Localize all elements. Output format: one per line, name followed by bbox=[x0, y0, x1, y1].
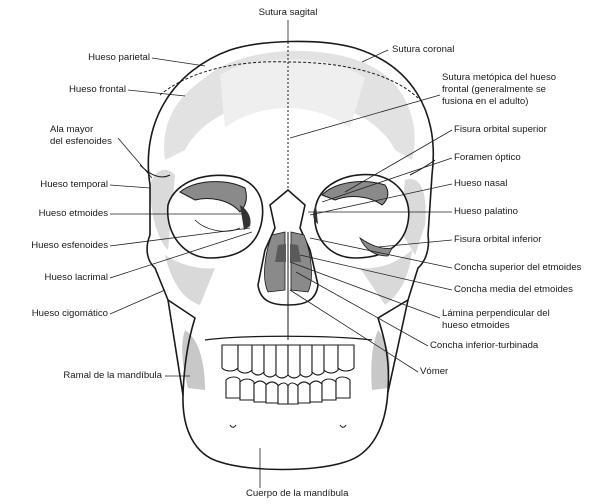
label-concha-media: Concha media del etmoides bbox=[454, 284, 573, 295]
label-sutura-coronal: Sutura coronal bbox=[392, 44, 455, 55]
label-ala-mayor-line1: Ala mayor bbox=[50, 124, 94, 135]
label-ramal-mandibula: Ramal de la mandíbula bbox=[63, 370, 162, 381]
label-sutura-metopica-line2: frontal (generalmente se bbox=[442, 84, 546, 95]
skull-outline bbox=[146, 40, 434, 471]
label-foramen-optico: Foramen óptico bbox=[454, 152, 521, 163]
label-concha-superior: Concha superior del etmoides bbox=[454, 262, 582, 273]
label-sutura-metopica: Sutura metópica del hueso frontal (gener… bbox=[442, 72, 556, 108]
label-concha-inferior: Concha inferior-turbinada bbox=[430, 340, 539, 351]
label-ala-mayor: Ala mayor del esfenoides bbox=[50, 124, 112, 148]
label-hueso-temporal: Hueso temporal bbox=[40, 179, 108, 190]
lower-teeth bbox=[225, 376, 351, 405]
label-lamina-perpendicular-line2: hueso etmoides bbox=[442, 320, 510, 331]
skull-shading bbox=[150, 50, 426, 390]
label-lamina-perpendicular: Lámina perpendicular del hueso etmoides bbox=[442, 308, 550, 332]
mental-foramen-left bbox=[229, 424, 237, 428]
label-sutura-sagital: Sutura sagital bbox=[258, 7, 318, 18]
label-hueso-etmoides: Hueso etmoides bbox=[38, 208, 108, 219]
label-cuerpo-mandibula: Cuerpo de la mandíbula bbox=[246, 488, 349, 499]
label-hueso-lacrimal: Hueso lacrimal bbox=[44, 272, 108, 283]
label-sutura-metopica-line3: fusiona en el adulto) bbox=[442, 96, 529, 107]
label-fisura-orbital-inferior: Fisura orbital inferior bbox=[454, 234, 542, 245]
label-hueso-cigomatico: Hueso cigomático bbox=[31, 308, 108, 319]
label-hueso-palatino: Hueso palatino bbox=[454, 206, 519, 217]
nasal-cavity bbox=[257, 188, 319, 340]
right-orbit bbox=[313, 173, 410, 259]
label-lamina-perpendicular-line1: Lámina perpendicular del bbox=[442, 308, 550, 319]
label-fisura-orbital-superior: Fisura orbital superior bbox=[454, 124, 547, 135]
label-sutura-metopica-line1: Sutura metópica del hueso bbox=[442, 72, 557, 83]
label-hueso-nasal: Hueso nasal bbox=[454, 178, 508, 189]
mental-foramen-right bbox=[339, 424, 347, 428]
maxilla-line bbox=[204, 335, 373, 341]
label-hueso-esfenoides: Hueso esfenoides bbox=[31, 240, 108, 251]
label-hueso-parietal: Hueso parietal bbox=[88, 52, 150, 63]
label-hueso-frontal: Hueso frontal bbox=[68, 84, 126, 95]
leader-lines bbox=[109, 20, 453, 488]
left-orbit bbox=[166, 174, 264, 259]
upper-teeth bbox=[221, 344, 355, 379]
label-vomer: Vómer bbox=[420, 366, 449, 377]
label-ala-mayor-line2: del esfenoides bbox=[50, 136, 112, 147]
